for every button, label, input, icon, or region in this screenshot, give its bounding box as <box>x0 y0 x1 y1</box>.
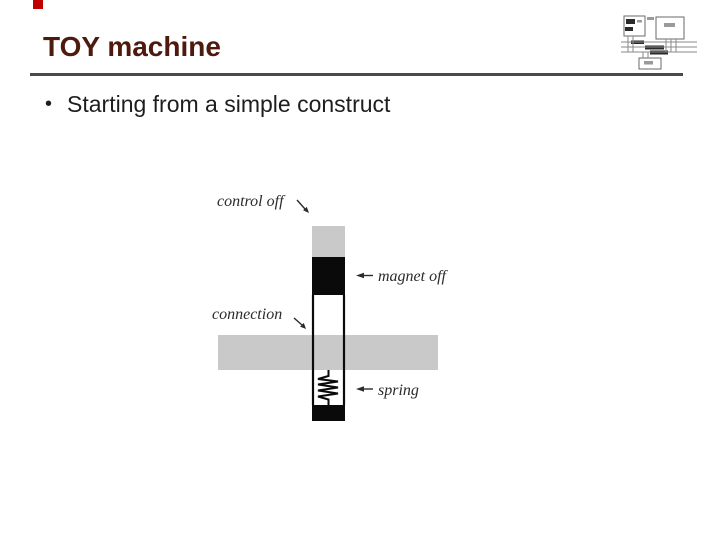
magnet-segment <box>312 257 345 295</box>
base-segment <box>312 405 345 421</box>
control-segment <box>312 226 345 257</box>
construct-diagram: control off magnet off connection spring <box>212 193 449 421</box>
connection-label: connection <box>212 306 282 323</box>
spring-arrow <box>356 386 373 392</box>
connection-arrow <box>293 317 306 329</box>
accent-red-square <box>33 0 43 9</box>
page-title: TOY machine <box>43 31 221 62</box>
title-underline <box>30 73 683 76</box>
column-walls <box>311 295 346 405</box>
spring-coil <box>317 370 339 405</box>
spring-label: spring <box>378 382 419 399</box>
control-off-label: control off <box>217 193 286 210</box>
bullet-marker: • <box>45 93 53 115</box>
magnet-off-label: magnet off <box>378 268 449 285</box>
bullet-item: • Starting from a simple construct <box>45 90 390 118</box>
magnet-off-arrow <box>356 272 373 279</box>
bullet-text: Starting from a simple construct <box>67 91 391 117</box>
control-off-arrow <box>296 199 309 213</box>
crossbar <box>218 335 438 370</box>
toy-machine-logo-icon <box>621 15 697 70</box>
